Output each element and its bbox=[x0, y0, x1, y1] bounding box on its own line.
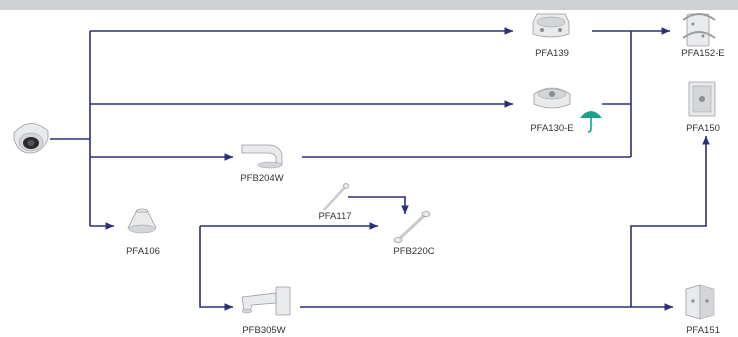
pfb204w-label: PFB204W bbox=[240, 173, 283, 184]
pfa151-label: PFA151 bbox=[686, 325, 720, 336]
wall-arm-bracket-icon bbox=[241, 286, 291, 316]
waterproof-junction-box-icon bbox=[533, 87, 571, 109]
connector-lines bbox=[50, 27, 710, 311]
dome-camera-icon bbox=[13, 123, 49, 154]
pendant-adapter-icon bbox=[127, 208, 157, 234]
pfb305w-label: PFB305W bbox=[242, 325, 285, 336]
corner-bracket-icon bbox=[685, 284, 715, 320]
umbrella-icon bbox=[580, 111, 602, 133]
pfa139-label: PFA139 bbox=[535, 48, 569, 59]
junction-box-icon bbox=[532, 13, 570, 38]
ceiling-mount-pole-icon bbox=[393, 211, 431, 243]
pole-mount-icon bbox=[682, 13, 716, 47]
pfa117-label: PFA117 bbox=[318, 211, 351, 222]
connector-pfa106-down bbox=[199, 226, 233, 311]
connector-right-bus bbox=[630, 136, 710, 307]
pfa152e-label: PFA152-E bbox=[681, 48, 724, 59]
corner-mount-plate-icon bbox=[688, 81, 716, 117]
pfa130e-label: PFA130-E bbox=[530, 123, 573, 134]
connector-pfa117-to-pfb220c bbox=[348, 196, 409, 214]
header-bar bbox=[0, 0, 738, 10]
pfa106-label: PFA106 bbox=[126, 246, 160, 257]
extension-pole-icon bbox=[323, 183, 349, 211]
pfa150-label: PFA150 bbox=[686, 123, 720, 134]
pfb220c-label: PFB220C bbox=[393, 246, 434, 257]
wall-mount-bracket-icon bbox=[241, 144, 283, 169]
